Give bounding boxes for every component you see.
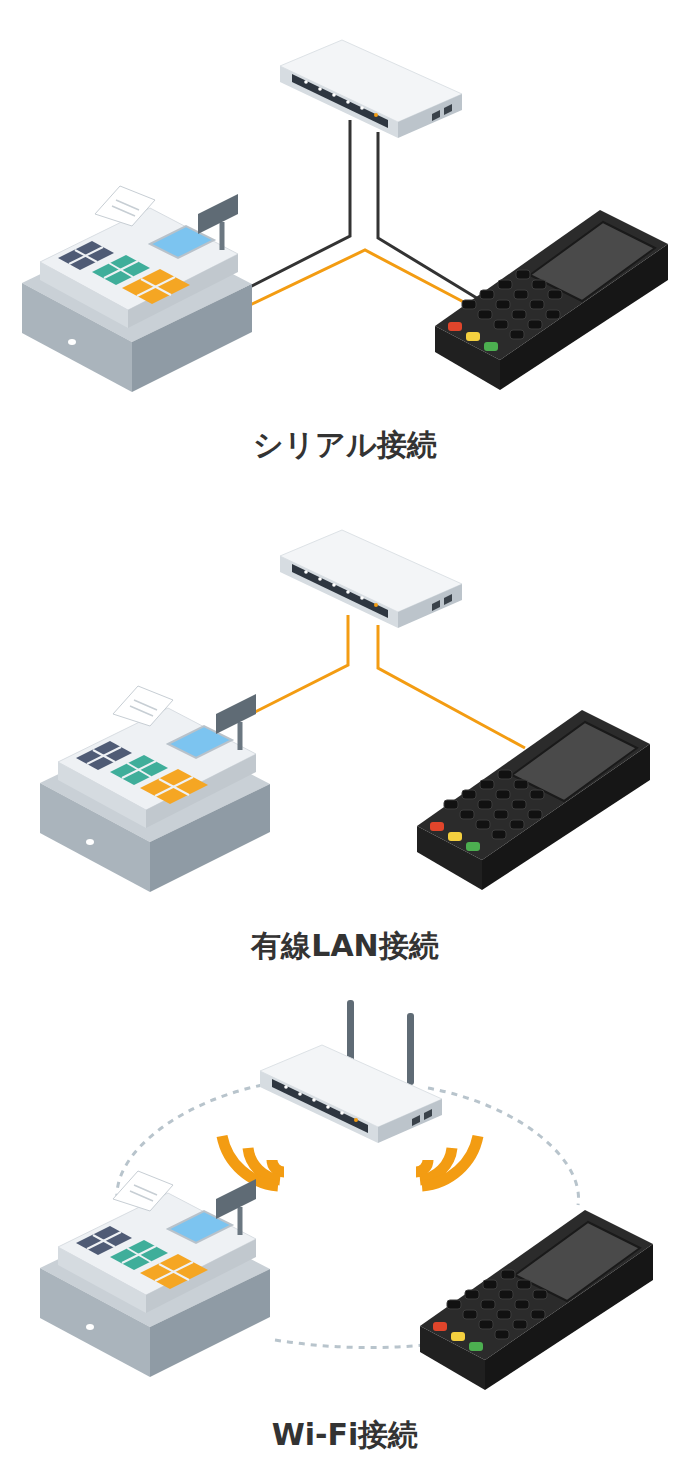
- connection-caption: 有線LAN接続: [251, 928, 438, 964]
- payment-terminal: [435, 210, 668, 390]
- payment-terminal: [417, 710, 650, 890]
- connection-caption: Wi-Fi接続: [272, 1417, 419, 1453]
- wifi-signal: [222, 1136, 478, 1186]
- payment-terminal: [420, 1210, 653, 1390]
- cash-register: [40, 686, 270, 892]
- cash-register: [22, 186, 252, 392]
- connection-caption: シリアル接続: [253, 427, 437, 463]
- router: [280, 530, 462, 628]
- cash-register: [40, 1171, 270, 1377]
- lan-wires: [255, 615, 525, 748]
- router: [280, 40, 462, 138]
- router: [260, 1045, 442, 1143]
- serial-wires: [240, 120, 480, 308]
